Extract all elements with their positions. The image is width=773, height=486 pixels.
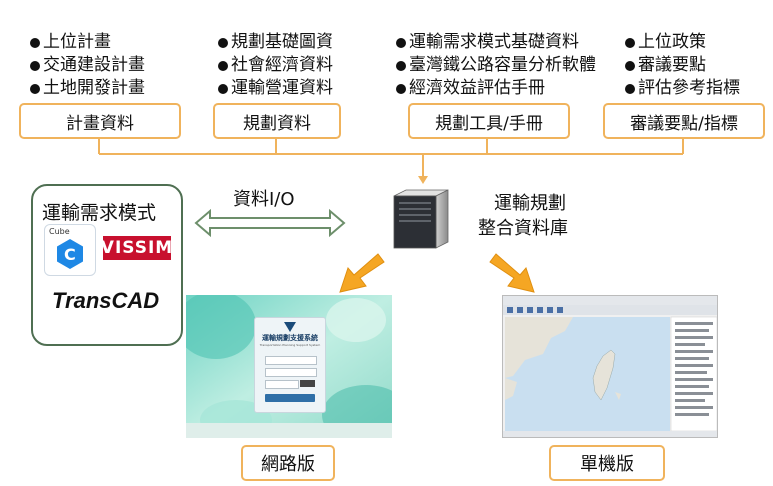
system-logo-icon	[284, 322, 296, 332]
desktop-app-view	[503, 296, 717, 437]
arrow-to-web-icon	[339, 253, 385, 293]
web-version-caption: 網路版	[241, 445, 335, 481]
username-field[interactable]	[265, 356, 317, 365]
bullet-list-plan: 上位計畫 交通建設計畫 土地開發計畫	[30, 31, 145, 100]
bullet-item: 上位政策	[625, 31, 740, 54]
bullet-dot	[218, 60, 228, 71]
bullet-item: 經濟效益評估手冊	[396, 77, 596, 100]
bullet-item: 臺灣鐵公路容量分析軟體	[396, 54, 596, 77]
database-label-line1: 運輸規劃	[494, 193, 566, 214]
system-subtitle: Transportation Planning Support System	[259, 343, 321, 347]
demand-model-title: 運輸需求模式	[42, 202, 157, 224]
bullet-dot	[218, 83, 228, 94]
bullet-list-tools: 運輸需求模式基礎資料 臺灣鐵公路容量分析軟體 經濟效益評估手冊	[396, 31, 596, 100]
bullet-list-review: 上位政策 審議要點 評估參考指標	[625, 31, 740, 100]
captcha-image	[300, 380, 315, 387]
desktop-version-screenshot	[502, 295, 718, 438]
vissim-logo: VISSIM	[100, 236, 174, 260]
bullet-item: 規劃基礎圖資	[218, 31, 333, 54]
bullet-item: 評估參考指標	[625, 77, 740, 100]
desktop-version-caption: 單機版	[549, 445, 665, 481]
arrow-to-desktop-icon	[489, 253, 535, 293]
database-label-line2: 整合資料庫	[478, 218, 568, 239]
bullet-dot	[625, 60, 635, 71]
password-field[interactable]	[265, 368, 317, 377]
bullet-item: 上位計畫	[30, 31, 145, 54]
bullet-item: 社會經濟資料	[218, 54, 333, 77]
bullet-dot	[30, 60, 40, 71]
bullet-dot	[396, 37, 406, 48]
category-box-planning-data: 規劃資料	[213, 103, 341, 139]
bullet-dot	[396, 83, 406, 94]
data-io-label: 資料I/O	[233, 189, 295, 210]
category-box-tools-manual: 規劃工具/手冊	[408, 103, 570, 139]
bullet-item: 審議要點	[625, 54, 740, 77]
cube-letter: C	[64, 245, 76, 264]
bullet-item: 運輸需求模式基礎資料	[396, 31, 596, 54]
bullet-dot	[218, 37, 228, 48]
bullet-list-planning: 規劃基礎圖資 社會經濟資料 運輸營運資料	[218, 31, 333, 100]
web-version-screenshot: 運輸規劃支援系統 Transportation Planning Support…	[186, 295, 392, 438]
bullet-dot	[396, 60, 406, 71]
cube-hexagon-icon	[57, 239, 83, 269]
bullet-dot	[30, 83, 40, 94]
bullet-item: 土地開發計畫	[30, 77, 145, 100]
bullet-item: 運輸營運資料	[218, 77, 333, 100]
bullet-dot	[30, 37, 40, 48]
category-box-review-indicators: 審議要點/指標	[603, 103, 765, 139]
login-button[interactable]	[265, 394, 315, 402]
login-panel: 運輸規劃支援系統 Transportation Planning Support…	[254, 317, 326, 413]
bullet-item: 交通建設計畫	[30, 54, 145, 77]
captcha-field[interactable]	[265, 380, 299, 389]
cube-label: Cube	[49, 227, 70, 236]
cube-logo: Cube C	[44, 224, 96, 276]
bullet-dot	[625, 83, 635, 94]
system-title: 運輸規劃支援系統	[262, 334, 318, 342]
connector-lines	[98, 138, 684, 184]
double-arrow-icon	[194, 208, 346, 238]
bullet-dot	[625, 37, 635, 48]
server-icon	[393, 189, 449, 249]
category-box-plan-data: 計畫資料	[19, 103, 181, 139]
transcad-logo: TransCAD	[52, 288, 160, 313]
